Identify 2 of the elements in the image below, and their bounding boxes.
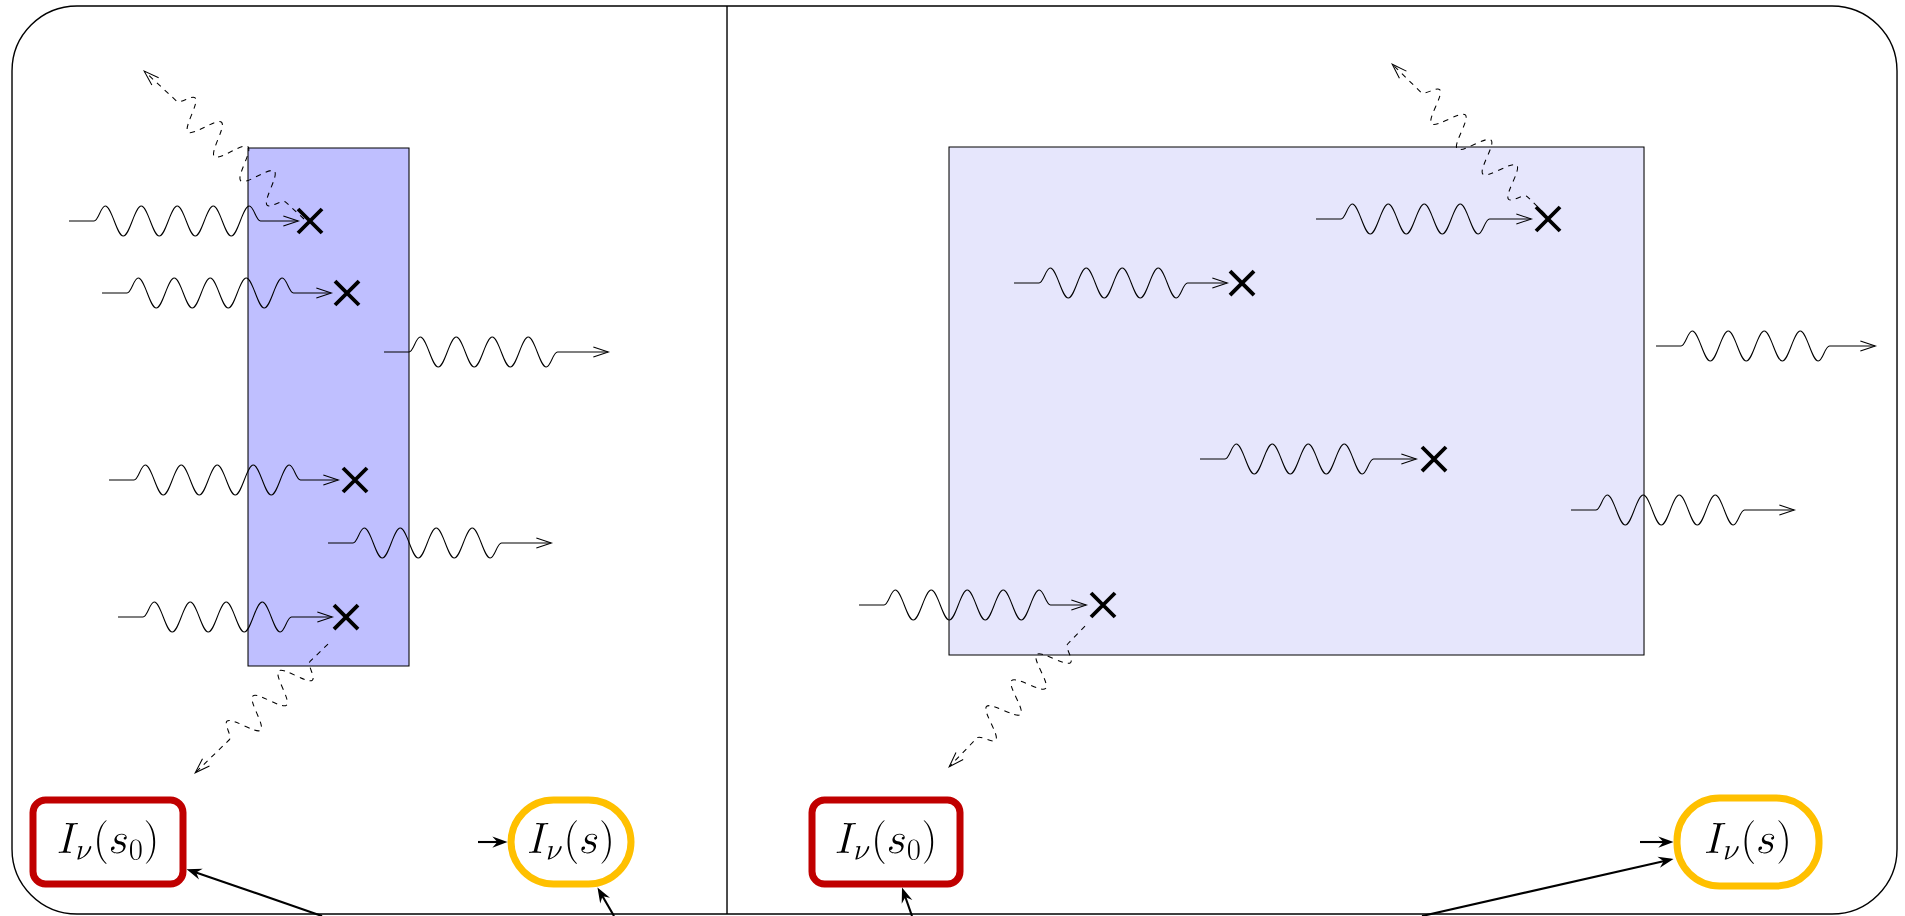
rounded-box: $I_\nu(s_0)$ <box>29 796 187 888</box>
rounded-box: $I_\nu(s_0)$ <box>808 796 964 888</box>
